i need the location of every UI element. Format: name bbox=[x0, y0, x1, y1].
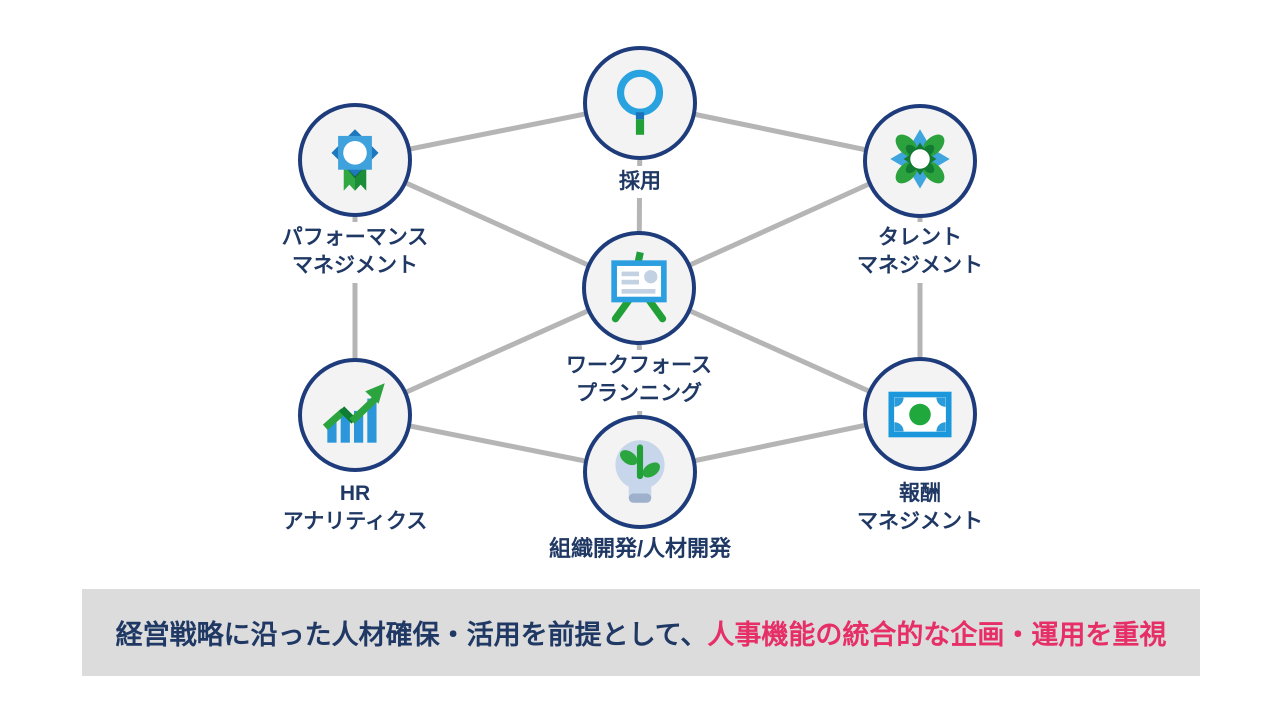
label-performance-management: パフォーマンス マネジメント bbox=[273, 222, 437, 283]
search-magnifier-icon bbox=[616, 69, 664, 135]
label-hr-analytics: HR アナリティクス bbox=[274, 478, 436, 539]
summary-banner: 経営戦略に沿った人材確保・活用を前提として、人事機能の統合的な企画・運用を重視 bbox=[82, 589, 1200, 676]
node-org-development bbox=[583, 415, 697, 529]
award-ribbon-icon bbox=[331, 129, 379, 191]
flower-icon bbox=[890, 129, 950, 189]
node-talent-management bbox=[863, 104, 977, 218]
growth-chart-icon bbox=[322, 383, 385, 443]
summary-text-red: 人事機能の統合的な企画・運用を重視 bbox=[707, 620, 1167, 650]
label-recruitment: 採用 bbox=[611, 166, 669, 199]
label-compensation-management: 報酬 マネジメント bbox=[849, 478, 991, 539]
node-performance-management bbox=[298, 103, 412, 217]
presentation-board-icon bbox=[611, 251, 667, 323]
summary-text: 経営戦略に沿った人材確保・活用を前提として、人事機能の統合的な企画・運用を重視 bbox=[116, 613, 1167, 652]
node-compensation-management bbox=[863, 357, 977, 471]
banknote-icon bbox=[888, 391, 952, 438]
label-talent-management: タレント マネジメント bbox=[849, 222, 991, 283]
label-org-development: 組織開発/人材開発 bbox=[540, 532, 740, 566]
node-workforce-planning bbox=[582, 231, 696, 345]
label-workforce-planning: ワークフォース プランニング bbox=[558, 350, 720, 411]
lightbulb-plant-icon bbox=[615, 440, 665, 503]
node-recruitment bbox=[583, 46, 697, 160]
node-hr-analytics bbox=[298, 358, 412, 472]
summary-text-blue: 経営戦略に沿った人材確保・活用を前提として、 bbox=[115, 620, 708, 650]
